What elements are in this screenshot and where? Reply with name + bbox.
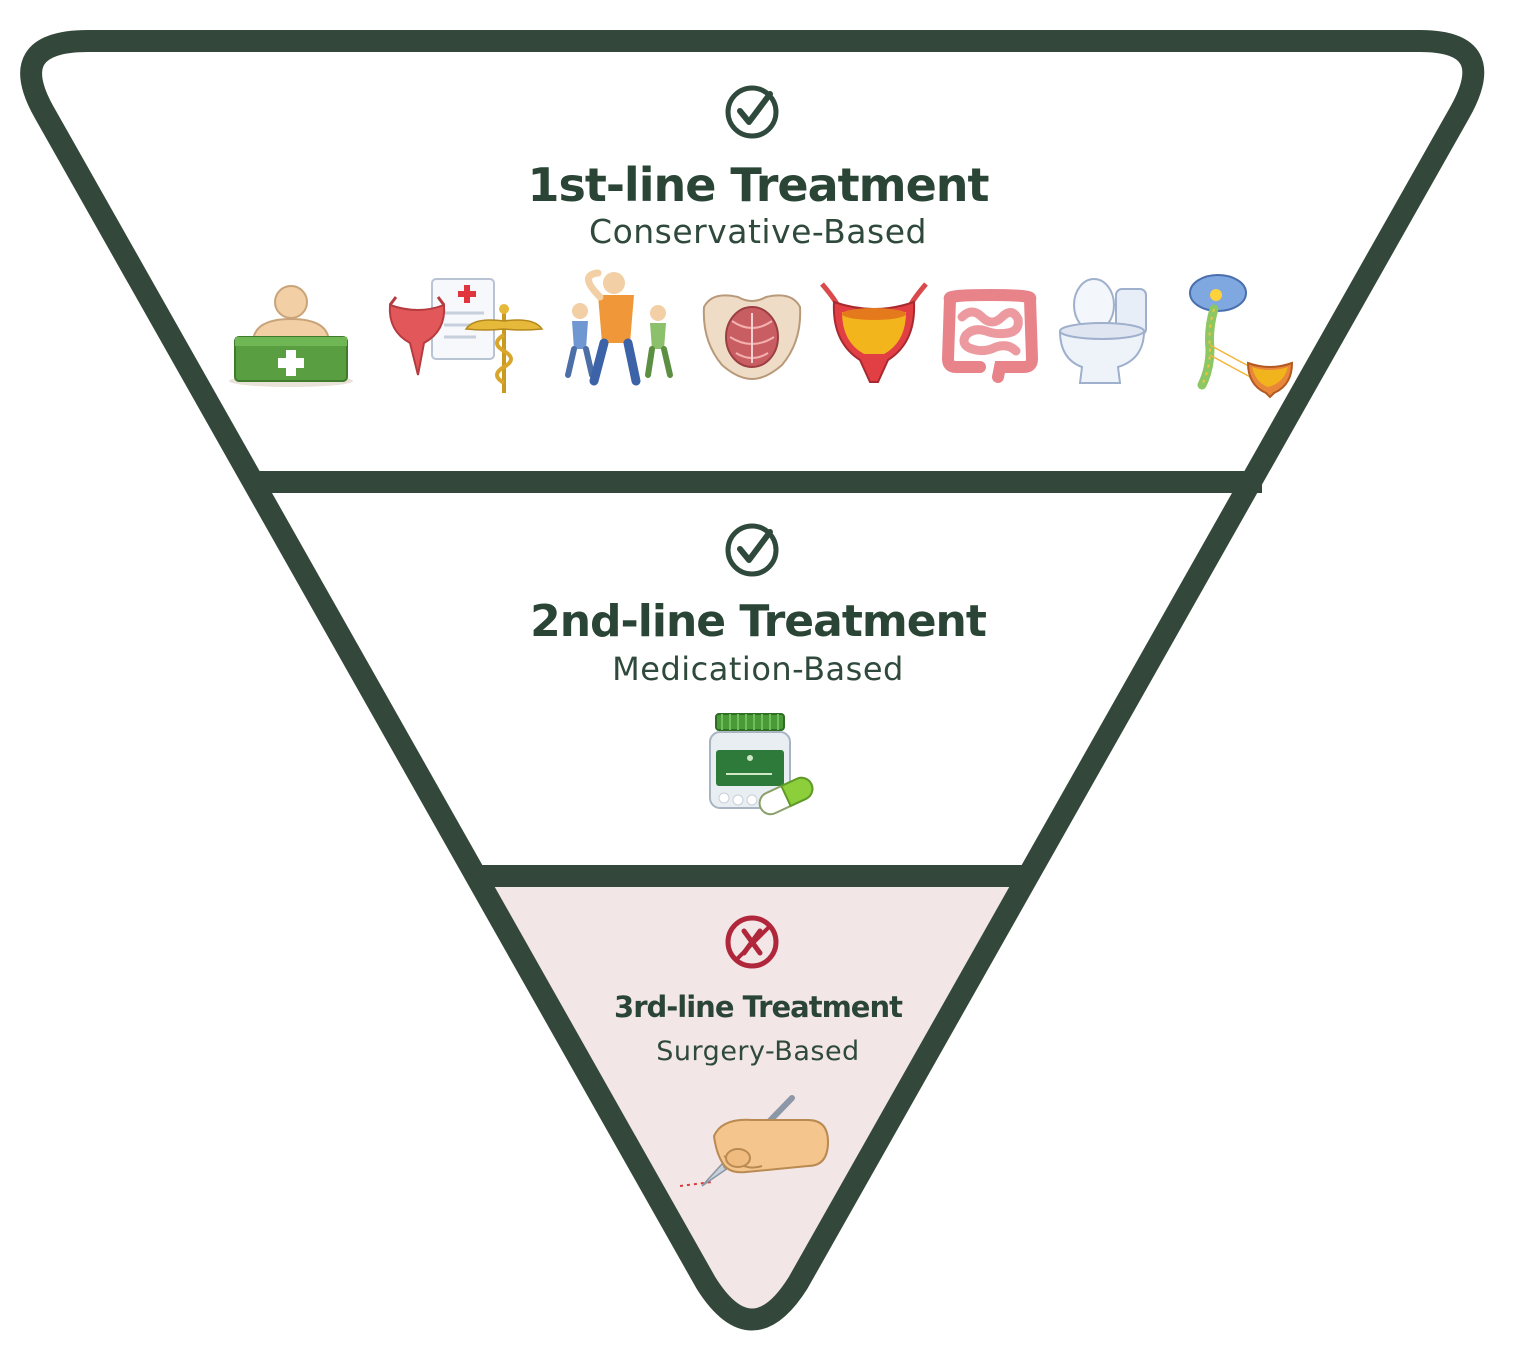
tier-2-title: 2nd-line Treatment [530,596,987,647]
tier-3-title: 3rd-line Treatment [614,990,903,1024]
nerve-bladder-icon [1189,274,1294,399]
tier-3-subtitle: Surgery-Based [656,1036,860,1067]
bladder-icon [820,282,928,383]
tier-2-subtitle: Medication-Based [612,650,904,688]
check-circle-icon [725,523,779,577]
tier-1-subtitle: Conservative-Based [589,212,927,251]
cross-circle-icon [725,915,779,969]
check-circle-icon [725,85,779,139]
toilet-icon [1058,278,1147,384]
tier-1-title: 1st-line Treatment [527,158,989,212]
doctor-desk-icon [229,285,353,387]
exercise-group-icon [565,269,673,386]
pelvic-floor-icon [702,294,802,381]
medicine-bottle-icon [709,713,814,816]
bladder-medical-record-icon [388,278,544,393]
intestine-icon [941,288,1039,383]
scalpel-hand-icon [679,1095,830,1187]
pyramid-outline [20,30,1485,1331]
